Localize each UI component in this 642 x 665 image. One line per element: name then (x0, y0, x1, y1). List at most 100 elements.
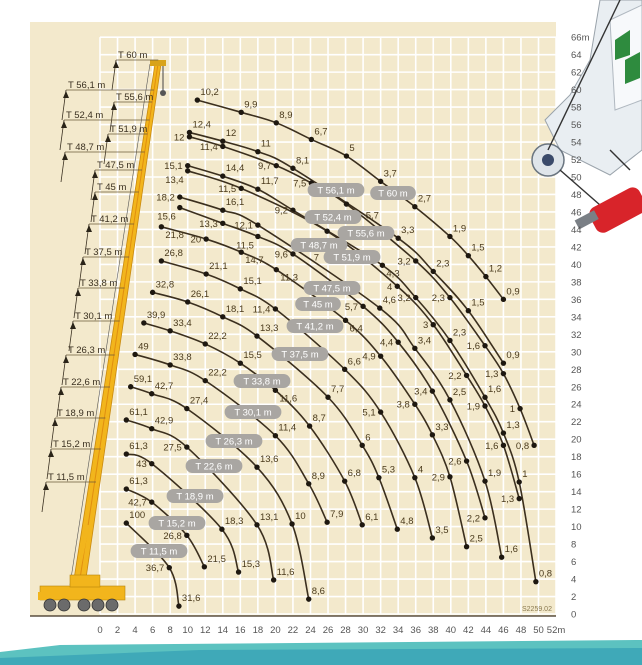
load-value-label: 4,8 (400, 516, 413, 527)
y-tick-label: 50 (571, 173, 582, 184)
load-value-label: 8,1 (296, 155, 309, 166)
load-value-label: 3,3 (401, 225, 414, 236)
load-point (167, 362, 173, 368)
crane-cab (38, 592, 52, 600)
curve-label-pill (271, 347, 329, 361)
load-point (306, 596, 312, 602)
load-value-label: 6,1 (365, 512, 378, 523)
load-point (500, 360, 507, 366)
x-tick-label: 22 (288, 625, 299, 636)
x-tick-label: 42 (463, 625, 474, 636)
load-value-label: 11,5 (218, 184, 236, 195)
load-value-label: 14,4 (226, 163, 245, 174)
load-point (273, 162, 279, 169)
load-value-label: 1,9 (453, 223, 466, 234)
load-value-label: 42,7 (155, 381, 174, 392)
y-tick-label: 46 (571, 207, 582, 218)
load-point (413, 294, 419, 301)
crane-wheels (43, 598, 119, 612)
x-tick-label: 4 (132, 625, 137, 636)
y-tick-label: 62 (571, 68, 582, 79)
load-value-label: 43 (136, 459, 147, 470)
load-point (482, 478, 488, 484)
load-value-label: 9,7 (258, 161, 271, 172)
load-curve (158, 258, 436, 541)
load-point (184, 532, 190, 539)
load-point (220, 207, 226, 213)
load-curve (194, 97, 507, 303)
x-tick-label: 52m (547, 625, 566, 636)
load-point (167, 328, 173, 334)
load-point (219, 526, 225, 532)
boom-length-label: T 60 m (118, 50, 147, 61)
load-value-label: 4 (418, 465, 423, 476)
boom-length-label: T 52,4 m (66, 110, 103, 121)
arrow-up-icon (63, 356, 69, 363)
curve-name-label: T 26,3 m (215, 437, 252, 448)
load-point (254, 333, 260, 339)
y-tick-label: 18 (571, 452, 582, 463)
load-value-label: 13,3 (199, 219, 218, 230)
load-point (255, 148, 261, 155)
arrow-up-icon (86, 225, 92, 232)
load-point (483, 273, 489, 280)
arrow-up-icon (80, 258, 86, 265)
curve-label-pill (205, 434, 263, 448)
load-value-label: 42,9 (155, 416, 174, 427)
curve-label-pill (307, 183, 365, 197)
load-point (463, 458, 470, 464)
load-value-label: 18,1 (226, 304, 245, 315)
load-point (202, 341, 208, 347)
curve-label-pill (166, 489, 224, 503)
load-point (220, 143, 226, 150)
arrow-up-icon (52, 419, 58, 426)
load-curves (123, 97, 539, 609)
load-point (500, 430, 507, 436)
load-point (158, 224, 165, 230)
load-value-label: 3,2 (398, 293, 411, 304)
load-point (290, 165, 296, 171)
load-value-label: 8,7 (313, 413, 326, 424)
load-value-label: 12,1 (234, 221, 253, 232)
load-value-label: 1 (510, 404, 515, 415)
load-value-label: 15,1 (164, 161, 183, 172)
boom-length-marker: T 56,1 m (61, 80, 154, 121)
load-value-label: 4,9 (362, 352, 375, 363)
load-point (238, 249, 244, 255)
load-point (158, 258, 165, 264)
load-value-label: 11,5 (236, 240, 254, 251)
load-curve-line (187, 170, 520, 499)
load-point (377, 409, 384, 415)
load-value-label: 15,5 (243, 350, 262, 361)
load-point (132, 351, 138, 358)
curve-label-pill (185, 459, 243, 473)
load-value-label: 5,7 (366, 210, 379, 221)
boom-length-marker: T 48,7 m (60, 142, 145, 183)
load-curve (123, 417, 277, 583)
load-point (394, 526, 401, 532)
load-value-label: 21,8 (165, 230, 184, 241)
arrow-up-icon (48, 450, 54, 457)
arrow-up-icon (70, 322, 76, 329)
load-point (176, 603, 182, 609)
curve-name-label: T 37,5 m (281, 350, 318, 361)
load-value-label: 3,7 (384, 168, 397, 179)
y-tick-label: 60 (571, 85, 582, 96)
load-point (255, 222, 261, 228)
load-value-label: 3,4 (414, 387, 427, 398)
load-value-label: 4,3 (386, 268, 399, 279)
load-point (377, 305, 383, 311)
load-value-label: 2,3 (432, 293, 445, 304)
load-point (184, 405, 190, 412)
boom-length-marker: T 26,3 m (61, 345, 115, 386)
load-value-label: 7,7 (331, 384, 344, 395)
load-value-label: 6 (365, 432, 370, 443)
load-curve (177, 204, 488, 521)
x-tick-label: 10 (182, 625, 193, 636)
load-point (149, 460, 155, 467)
load-point (412, 204, 418, 210)
load-value-label: 27,4 (190, 396, 209, 407)
load-value-label: 12 (174, 132, 185, 143)
load-curve-line (126, 419, 275, 581)
load-point (343, 201, 350, 207)
